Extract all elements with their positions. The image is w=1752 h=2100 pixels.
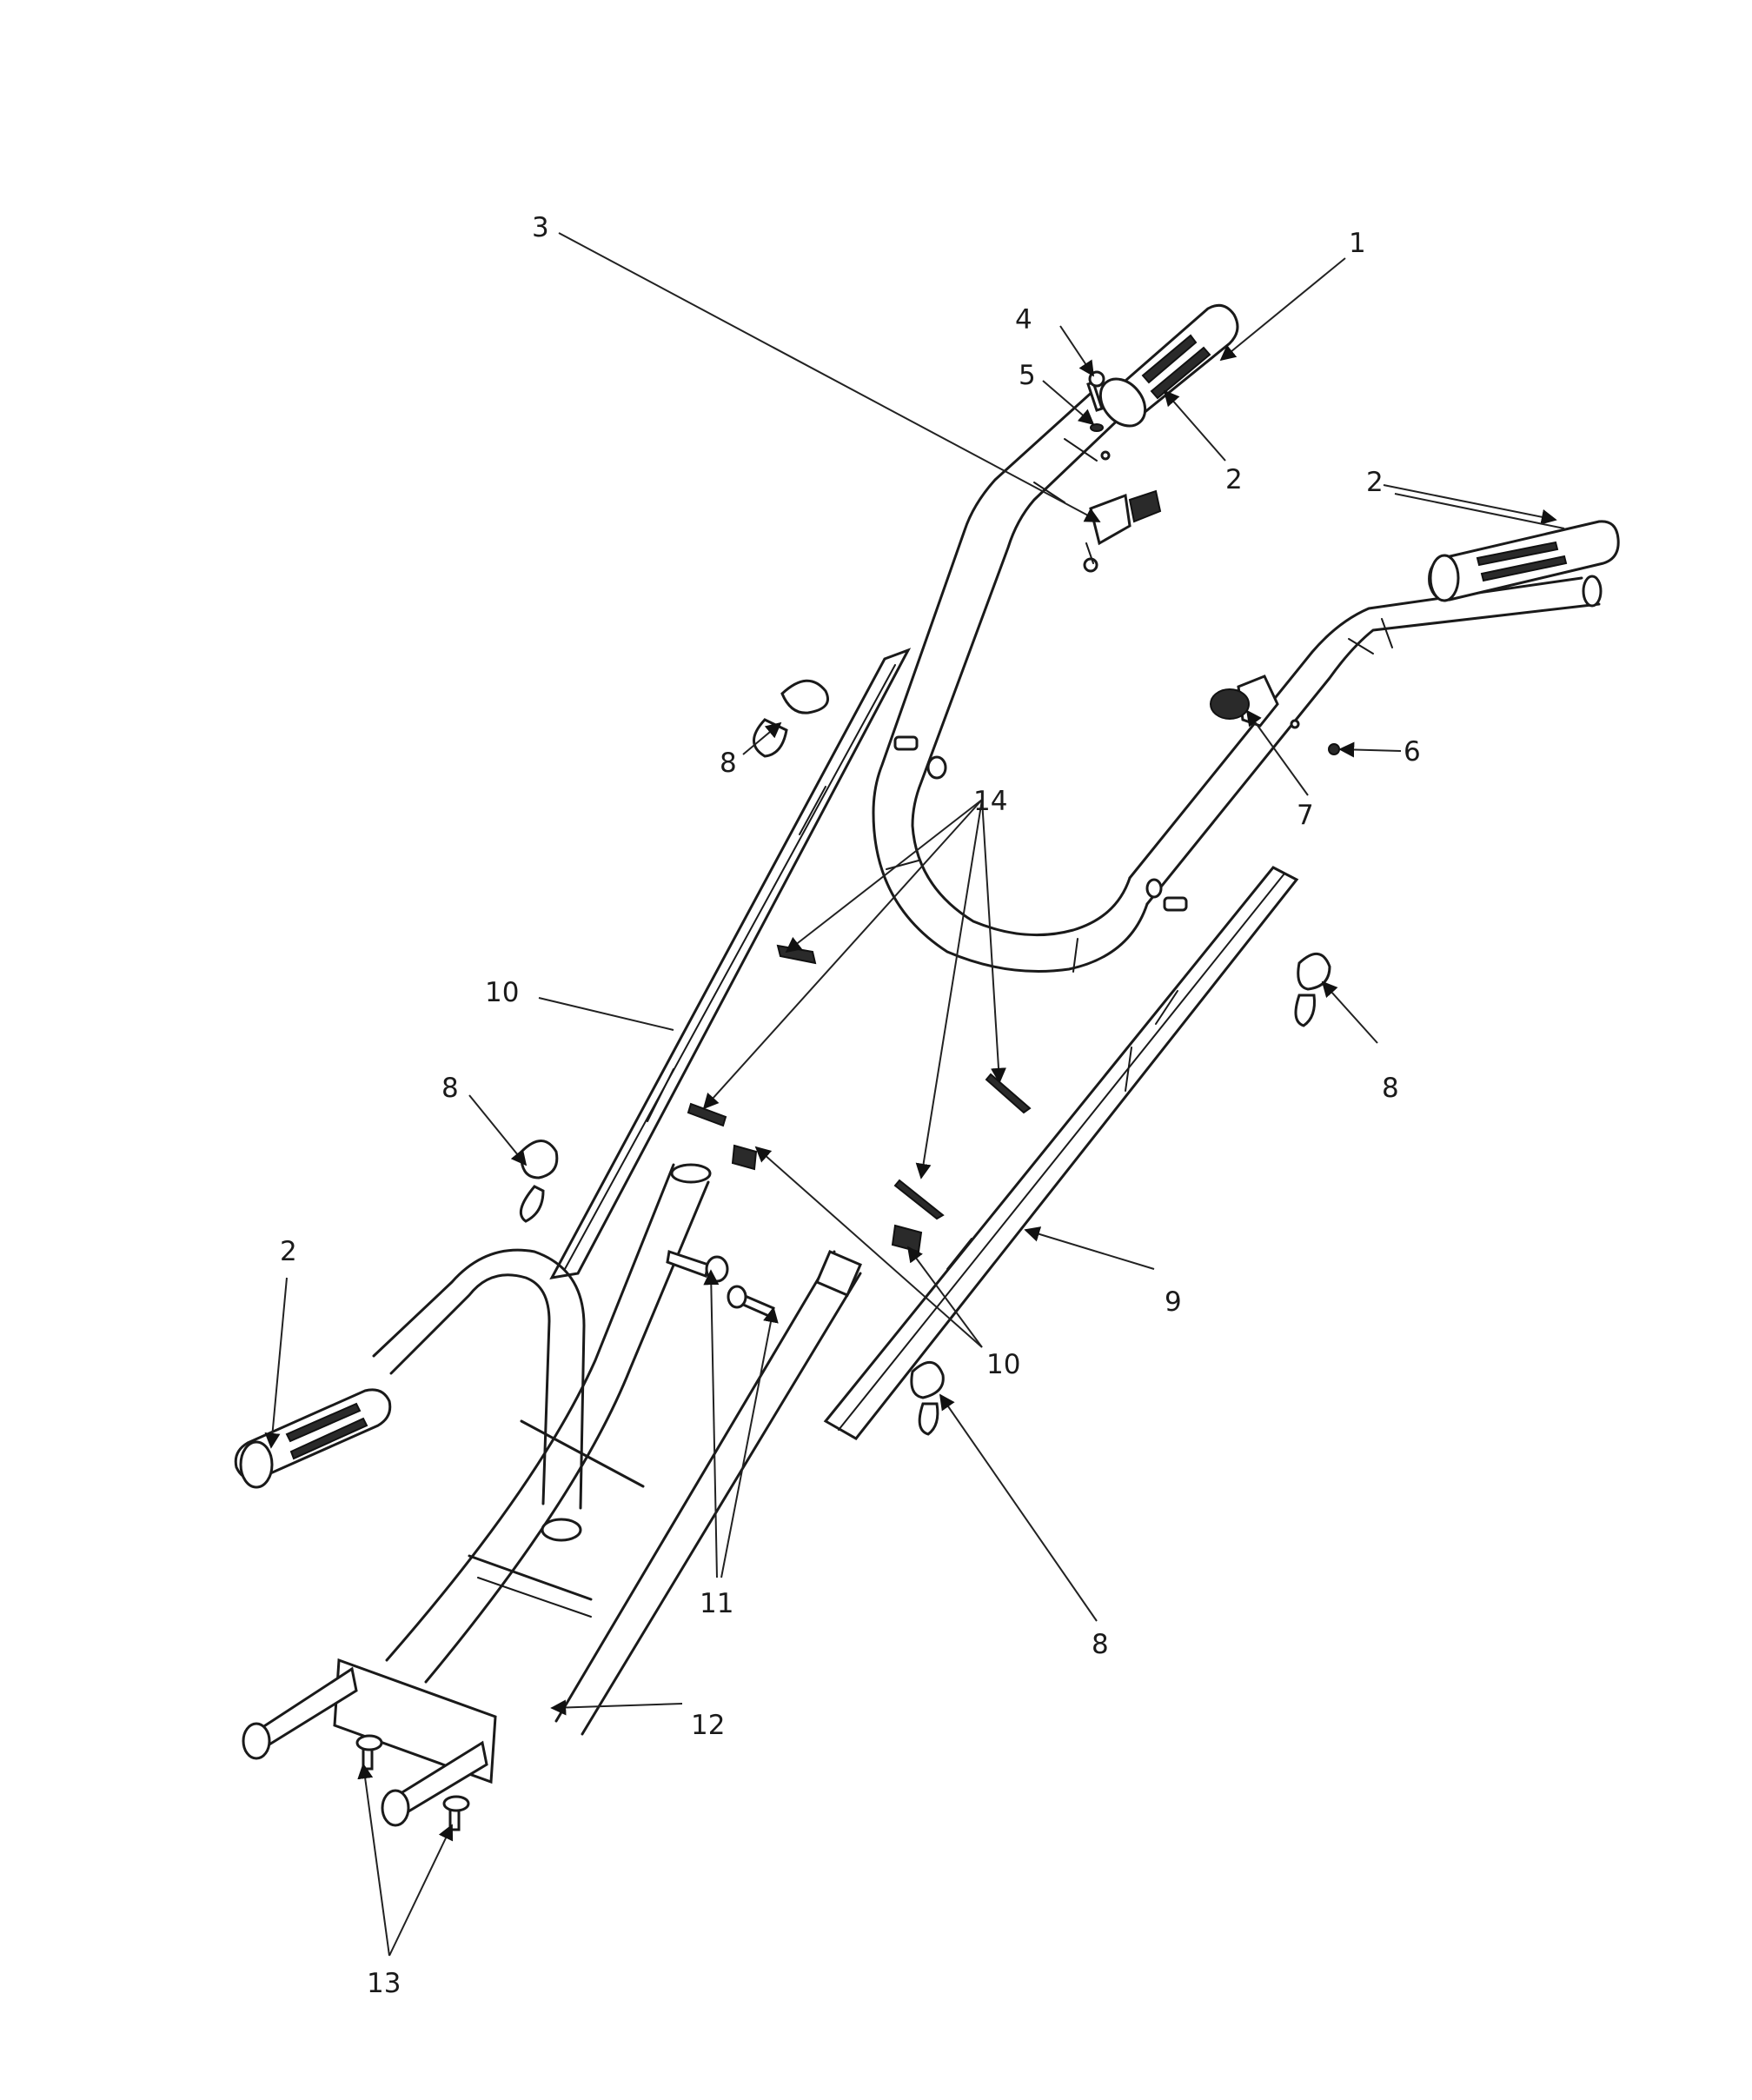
callout-10-upper: 10 [485,977,519,1008]
callout-8-right: 8 [1382,1073,1399,1104]
adjusting-knob [1210,675,1279,728]
callout-13: 13 [367,1968,401,1999]
callout-12: 12 [691,1710,725,1741]
callout-3: 3 [532,212,549,243]
grip-top [1098,303,1239,428]
callout-9: 9 [1165,1286,1182,1318]
callout-8-left: 8 [441,1073,459,1104]
bolt-and-washer [1086,370,1105,432]
callout-5: 5 [1019,360,1036,391]
callout-14: 14 [973,786,1007,817]
callout-labels: 1 2 2 2 3 4 5 6 7 8 8 8 8 9 10 10 11 12 … [280,212,1421,1999]
callout-1: 1 [1349,228,1366,259]
callout-2-right: 2 [1366,467,1384,498]
cable-clamp-lever [1083,489,1162,573]
callout-8-upper-left: 8 [720,748,737,779]
lower-frame [234,1163,862,1831]
upper-handlebar [872,379,1603,973]
callout-2-lower: 2 [280,1236,297,1267]
callout-8-lower: 8 [1092,1629,1109,1660]
left-rail [549,648,912,1279]
right-rail [823,866,1299,1440]
leader-lines [264,232,1565,1957]
callout-11: 11 [700,1588,733,1619]
springs-and-clips [687,944,1032,1253]
callout-6: 6 [1404,736,1421,768]
callout-7: 7 [1297,800,1314,831]
clevis-pins [666,1250,775,1319]
callout-4: 4 [1015,304,1032,336]
callout-2-top: 2 [1225,464,1243,495]
nut-6 [1328,743,1340,755]
grip-right [1428,520,1620,602]
callout-10-lower: 10 [986,1349,1020,1380]
